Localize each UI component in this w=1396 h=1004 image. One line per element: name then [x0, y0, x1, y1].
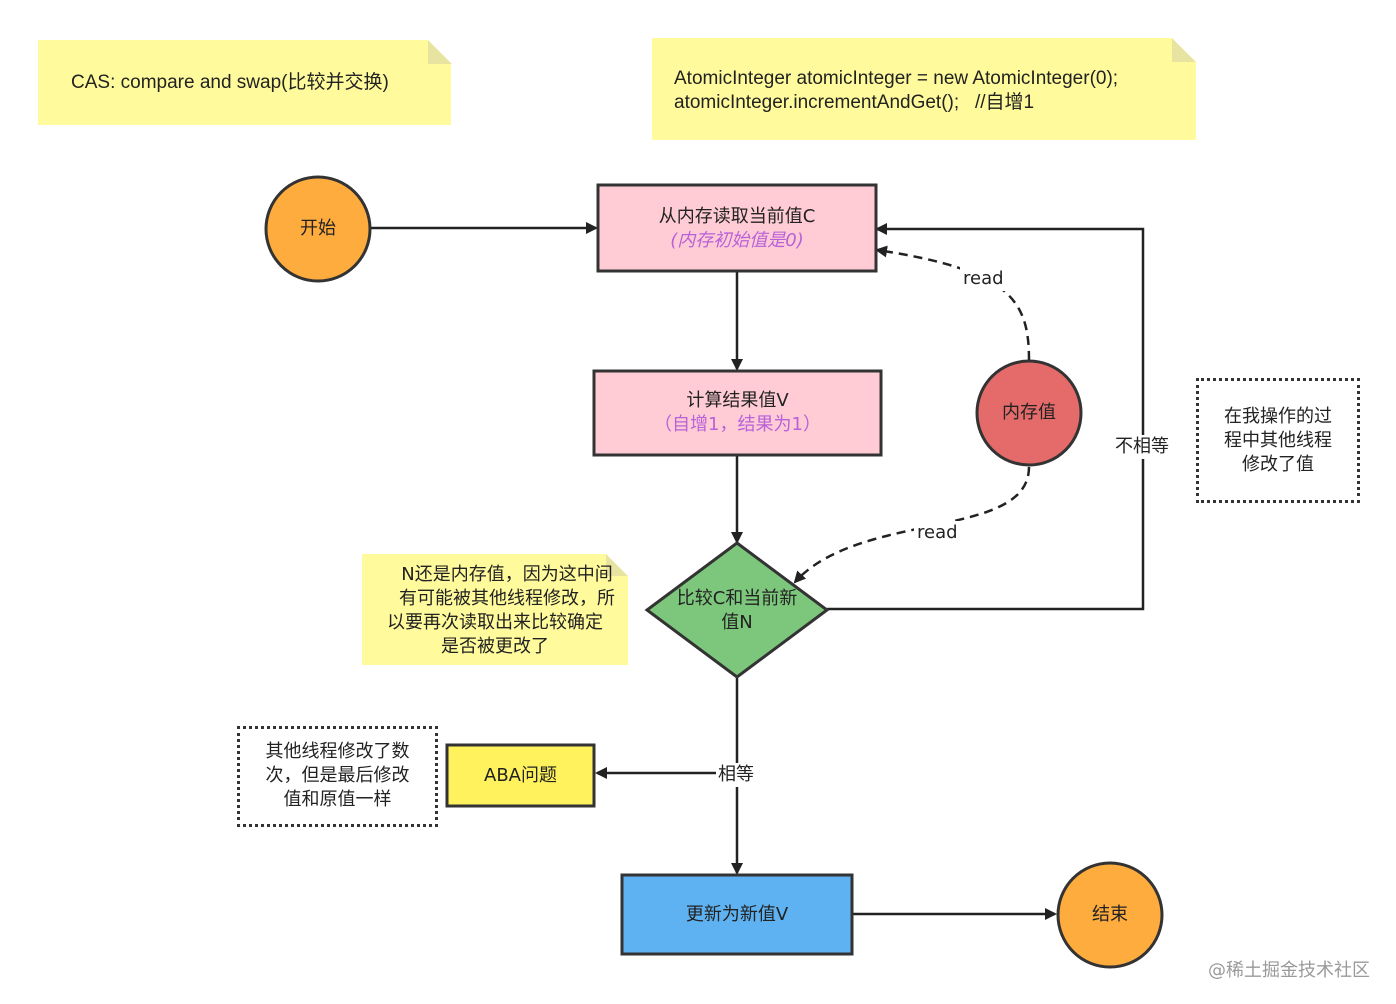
compute-result-box	[592, 369, 883, 457]
memory-value-node	[975, 359, 1083, 467]
end-label: 结束	[1092, 904, 1128, 925]
update-label: 更新为新值V	[685, 904, 789, 925]
aba-annotation	[237, 726, 438, 827]
n-explanation-note	[362, 554, 628, 665]
other-thread-line-2: 程中其他线程	[1224, 430, 1332, 451]
compare-diamond	[644, 541, 830, 679]
calc-box-line-2: （自增1，结果为1）	[654, 414, 821, 435]
n-note-line-3: 以要再次读取出来比较确定	[387, 612, 603, 633]
compare-line-1: 比较C和当前新	[676, 588, 798, 609]
code-note	[652, 38, 1196, 140]
aba-problem-box	[445, 743, 596, 808]
memory-label: 内存值	[1002, 402, 1056, 423]
edge-memory-read-bottom	[793, 466, 1031, 584]
calc-box-line-1: 计算结果值V	[686, 390, 789, 411]
start-node	[264, 175, 372, 283]
equal-label: 相等	[716, 763, 756, 787]
start-label: 开始	[300, 218, 336, 239]
aba-annotation-line-2: 次，但是最后修改	[265, 765, 410, 786]
read-box-line-2: (内存初始值是0)	[670, 230, 804, 251]
read-current-value-box	[596, 183, 878, 273]
code-note-fold	[1172, 38, 1196, 62]
n-note-line-2: 有可能被其他线程修改，所	[399, 588, 615, 609]
update-value-box	[620, 873, 854, 956]
not-equal-label: 不相等	[1112, 435, 1172, 459]
cas-note	[38, 40, 451, 125]
other-thread-line-1: 在我操作的过	[1224, 406, 1332, 427]
other-thread-line-3: 修改了值	[1242, 454, 1314, 475]
n-note-line-1: N还是内存值，因为这中间	[401, 564, 613, 585]
n-note-line-4: 是否被更改了	[441, 636, 549, 657]
cas-note-fold	[428, 40, 452, 64]
aba-annotation-line-3: 值和原值一样	[283, 789, 392, 810]
aba-label: ABA问题	[484, 765, 557, 786]
watermark: @稀土掘金技术社区	[1208, 960, 1370, 981]
end-node	[1056, 861, 1164, 969]
read-top-label: read	[960, 267, 1007, 291]
code-note-line-1: AtomicInteger atomicInteger = new Atomic…	[674, 68, 1119, 89]
n-note-fold	[606, 554, 628, 576]
read-box-line-1: 从内存读取当前值C	[658, 206, 816, 227]
compare-line-2: 值N	[721, 612, 753, 633]
cas-note-text: CAS: compare and swap(比较并交换)	[71, 72, 389, 93]
other-thread-annotation	[1196, 378, 1360, 503]
aba-annotation-line-1: 其他线程修改了数	[265, 741, 410, 762]
read-bottom-label: read	[914, 521, 961, 545]
edge-not-equal-loop	[827, 223, 1145, 611]
code-note-line-2: atomicInteger.incrementAndGet(); //自增1	[674, 92, 1035, 113]
